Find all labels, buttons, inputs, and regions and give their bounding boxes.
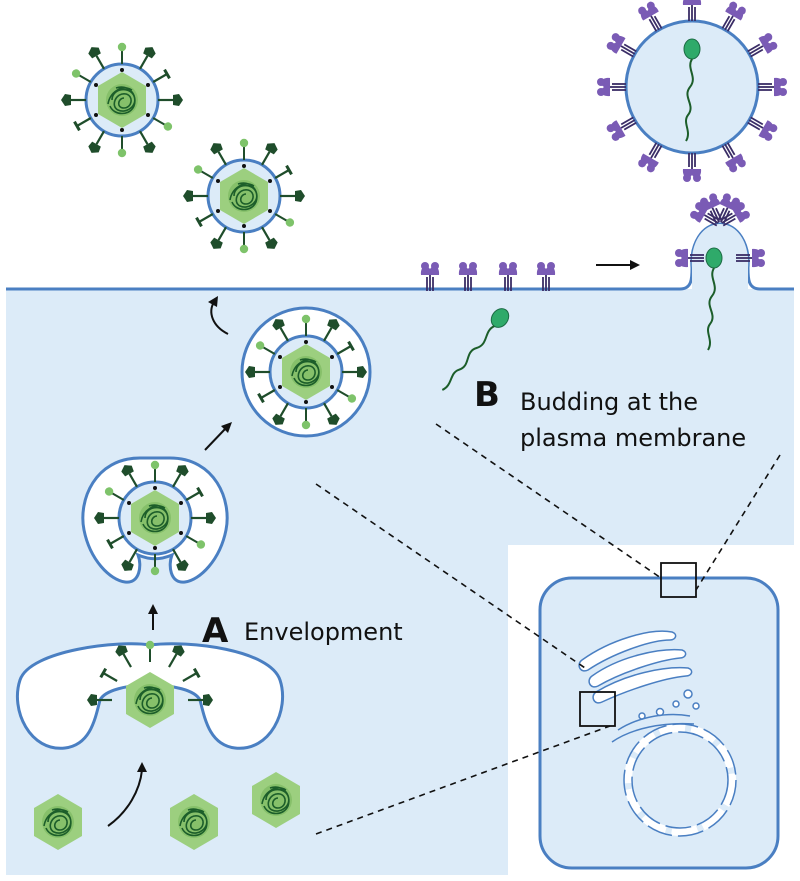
enveloped-virion-in-vesicle bbox=[240, 306, 372, 438]
golgi-apparatus-icon bbox=[578, 630, 700, 720]
label-b-letter: B bbox=[474, 375, 500, 415]
membrane-spike-4 bbox=[535, 261, 557, 292]
released-virion-2 bbox=[183, 139, 305, 253]
envelopment-membrane-start bbox=[15, 639, 285, 750]
zoom-box-plasma-membrane bbox=[660, 562, 697, 598]
label-b-text-line1: Budding at the bbox=[520, 388, 698, 416]
label-b-text-line2: plasma membrane bbox=[520, 424, 746, 452]
purple-spike-virion bbox=[596, 0, 788, 183]
zoom-box-golgi bbox=[579, 691, 616, 727]
membrane-spike-2 bbox=[457, 261, 479, 292]
arrow-up-2 bbox=[204, 422, 232, 451]
plasma-membrane bbox=[6, 222, 794, 291]
zoom-lines bbox=[315, 423, 781, 835]
label-a-letter: A bbox=[202, 611, 229, 651]
label-a-text: Envelopment bbox=[244, 618, 403, 646]
arrow-to-budding bbox=[596, 260, 640, 270]
membrane-spike-3 bbox=[497, 261, 519, 292]
cell-overview-icon bbox=[538, 562, 780, 870]
released-virion-1 bbox=[61, 43, 183, 157]
arrow-up-1 bbox=[148, 604, 158, 630]
nucleus-icon bbox=[611, 713, 737, 837]
envelopment-membrane-middle bbox=[81, 456, 229, 584]
arrow-release bbox=[208, 296, 229, 335]
arrow-capsid-to-vesicle bbox=[107, 762, 147, 827]
membrane-spike-1 bbox=[419, 261, 441, 292]
